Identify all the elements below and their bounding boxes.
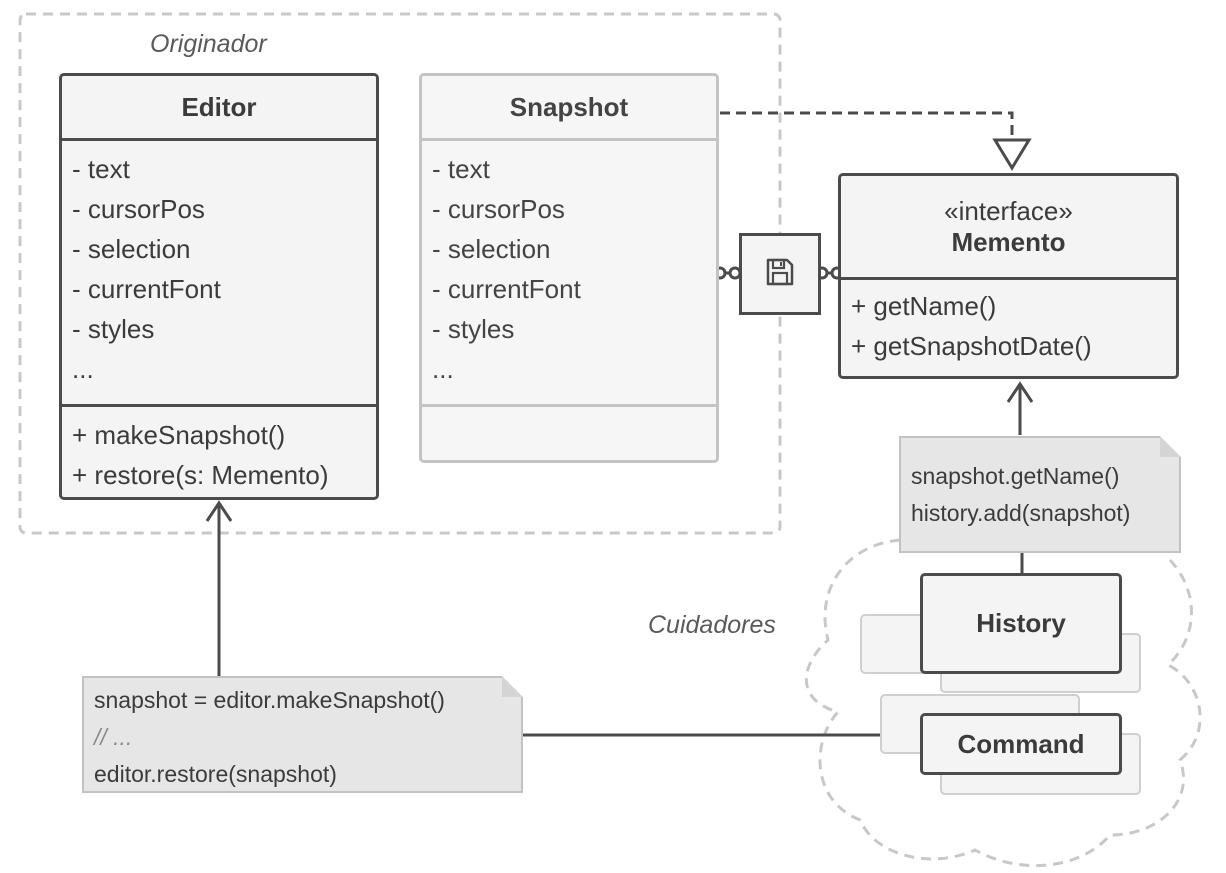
snapshot-field: - selection: [432, 234, 551, 264]
snapshot-field: - currentFont: [432, 274, 581, 304]
editor-method: + restore(s: Memento): [72, 460, 329, 490]
command-note-line: editor.restore(snapshot): [94, 761, 337, 787]
caretakers-group-label: Cuidadores: [648, 611, 776, 639]
command-note: snapshot = editor.makeSnapshot() // ... …: [82, 676, 523, 793]
memento-method: + getSnapshotDate(): [851, 331, 1092, 361]
editor-class-header: Editor: [62, 76, 376, 141]
snapshot-field: - text: [432, 154, 490, 184]
realization-arrowhead: [992, 138, 1032, 171]
editor-dependency-arrowhead: [205, 500, 233, 522]
memento-dependency-arrowhead: [1006, 381, 1034, 403]
memento-method: + getName(): [851, 291, 997, 321]
editor-field: - text: [72, 154, 130, 184]
nested-class-box: [739, 233, 821, 315]
note-fold: [502, 676, 523, 697]
snapshot-field: - styles: [432, 314, 515, 344]
memento-methods: + getName() + getSnapshotDate(): [841, 280, 1176, 374]
snapshot-methods: [422, 404, 716, 460]
editor-field: - cursorPos: [72, 194, 205, 224]
realization-line: [720, 111, 1014, 140]
editor-fields: - text - cursorPos - selection - current…: [62, 141, 376, 404]
snapshot-class: Snapshot - text - cursorPos - selection …: [419, 73, 719, 463]
history-note: snapshot.getName() history.add(snapshot): [899, 436, 1181, 553]
history-class: History: [920, 573, 1122, 674]
memento-header: «interface» Memento: [841, 176, 1176, 280]
command-note-comment: // ...: [94, 724, 133, 750]
history-note-line: history.add(snapshot): [911, 500, 1131, 526]
editor-field: ...: [72, 354, 94, 384]
editor-methods: + makeSnapshot() + restore(s: Memento): [62, 404, 376, 503]
editor-class: Editor - text - cursorPos - selection - …: [59, 73, 379, 500]
originator-group-label: Originador: [150, 30, 267, 58]
editor-field: - currentFont: [72, 274, 221, 304]
snapshot-class-header: Snapshot: [422, 76, 716, 141]
caretakers-cloud: [804, 538, 1202, 868]
snapshot-field: ...: [432, 354, 454, 384]
memento-interface: «interface» Memento + getName() + getSna…: [838, 173, 1179, 379]
history-note-line: snapshot.getName(): [911, 463, 1120, 489]
memento-stereotype: «interface»: [944, 195, 1073, 226]
snapshot-field: - cursorPos: [432, 194, 565, 224]
memento-name: Memento: [951, 226, 1066, 257]
note-fold: [1160, 436, 1181, 457]
command-note-line: snapshot = editor.makeSnapshot(): [94, 687, 445, 713]
floppy-disk-icon: [765, 257, 795, 292]
command-class: Command: [920, 713, 1122, 775]
snapshot-fields: - text - cursorPos - selection - current…: [422, 141, 716, 404]
editor-method: + makeSnapshot(): [72, 420, 286, 450]
editor-field: - selection: [72, 234, 191, 264]
editor-field: - styles: [72, 314, 155, 344]
